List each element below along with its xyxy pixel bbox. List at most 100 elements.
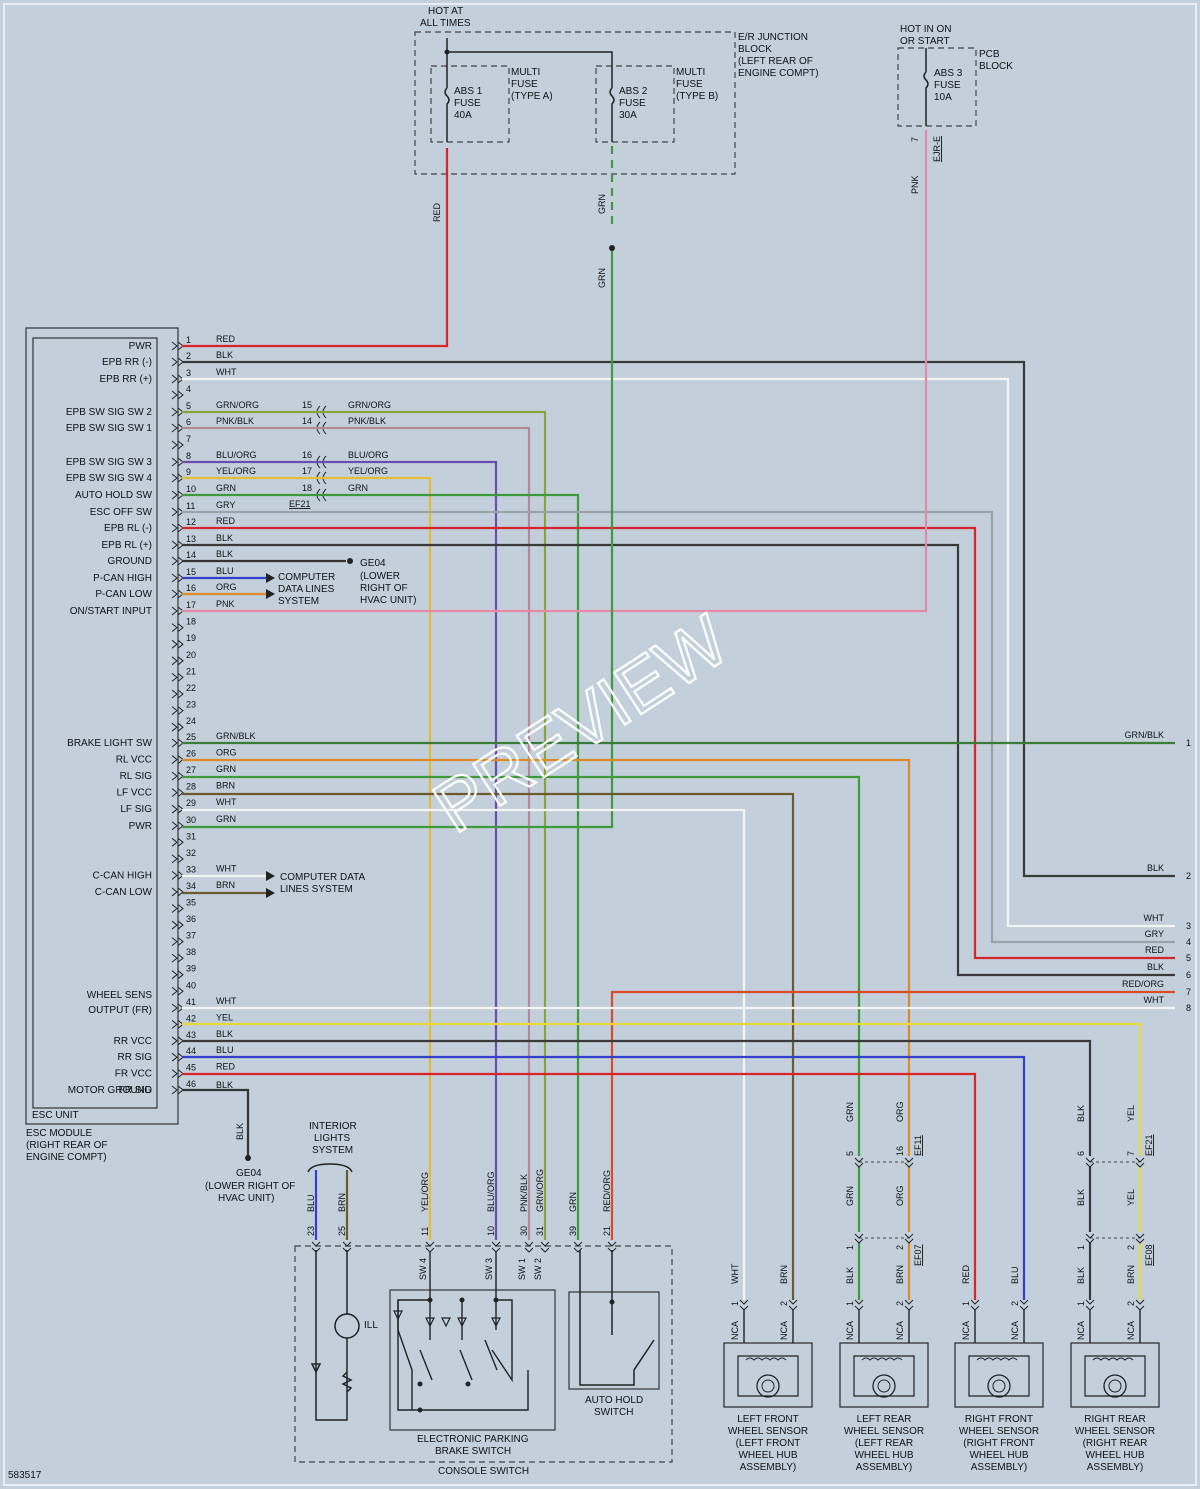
inline-wire-label: PNK/BLK <box>348 416 386 426</box>
pin-signal: MOTOR GROUND <box>68 1085 152 1096</box>
nca-label: NCA <box>1126 1321 1136 1340</box>
epb-node <box>417 1407 423 1413</box>
epb-box <box>389 1289 556 1431</box>
pin-signal: RL VCC <box>116 755 152 766</box>
pin-number: 33 <box>186 864 196 874</box>
sensor-name: (RIGHT REAR <box>1083 1438 1148 1449</box>
pin-signal: RR VCC <box>114 1036 152 1047</box>
sensor-pin-icon <box>788 1299 798 1311</box>
esc-module-label-1: ESC MODULE <box>26 1128 92 1139</box>
pin-terminal-icon <box>171 706 184 715</box>
abs3-label-2: FUSE <box>934 80 961 91</box>
pin-number: 40 <box>186 980 196 990</box>
cdl1-3: SYSTEM <box>278 596 319 607</box>
nca-label: NCA <box>895 1321 905 1340</box>
sensor-name: WHEEL SENSOR <box>1075 1426 1155 1437</box>
console-pin-icon <box>573 1241 583 1253</box>
er-block-label-2: BLOCK <box>738 44 772 55</box>
pin-signal: FR VCC <box>115 1069 152 1080</box>
pin-number: 8 <box>186 451 191 461</box>
auto-hold-box <box>568 1291 660 1390</box>
epb-contact <box>397 1300 529 1411</box>
epb-contact <box>429 1300 497 1340</box>
right-output-wire: WHT <box>1144 913 1165 923</box>
conn-pin: 2 <box>895 1245 905 1250</box>
esc-module: ESC UNIT ESC MODULE (RIGHT REAR OF ENGIN… <box>25 327 391 1163</box>
conn-top-wire: GRN <box>845 1102 855 1122</box>
conn-pin: 7 <box>1126 1151 1136 1156</box>
can-arrow-icon <box>266 573 275 583</box>
auto-hold-node <box>609 1299 615 1305</box>
pin-wire-label: PNK <box>216 599 235 609</box>
epb-node <box>417 1381 423 1387</box>
sensor-wire-1: RED <box>961 1264 971 1284</box>
pin-signal: PWR <box>129 341 152 352</box>
right-output-number: 1 <box>1186 738 1191 748</box>
abs3-label-1: ABS 3 <box>934 68 963 79</box>
pcb-connector: EJR-E <box>932 136 942 162</box>
pin-wire-label: BLK <box>216 549 233 559</box>
pin-terminal-icon <box>171 904 184 913</box>
right-output-number: 3 <box>1186 921 1191 931</box>
sw-label: SW 4 <box>418 1258 428 1280</box>
abs2-label-2: FUSE <box>619 98 646 109</box>
conn-id: EF07 <box>913 1244 923 1266</box>
wire-rr-vcc <box>182 1039 1092 1156</box>
cdl1-2: DATA LINES <box>278 584 335 595</box>
sensor-wire-1: WHT <box>730 1263 740 1284</box>
pin-number: 15 <box>186 567 196 577</box>
pin-number: 7 <box>186 434 191 444</box>
pin-wire-label: WHT <box>216 996 237 1006</box>
console-pin-wire: PNK/BLK <box>519 1174 529 1212</box>
sensor-wire-1: BLK <box>1076 1267 1086 1284</box>
conn-id: EF21 <box>1144 1134 1154 1156</box>
pin-wire-label: BLK <box>216 350 233 360</box>
pin-number: 19 <box>186 633 196 643</box>
conn-icon <box>904 1233 914 1244</box>
conn-icon <box>854 1157 864 1168</box>
pin-number: 43 <box>186 1030 196 1040</box>
ground1-icon <box>347 558 353 564</box>
pin-wire-label: RED <box>216 1062 236 1072</box>
hot-on-2: OR START <box>900 36 950 47</box>
pin-terminal-icon <box>171 673 184 682</box>
right-output-wire: RED <box>1145 945 1165 955</box>
sensor-name: ASSEMBLY) <box>856 1462 913 1473</box>
pin-number: 24 <box>186 716 196 726</box>
pin-terminal-icon <box>171 970 184 980</box>
sensor-wire-2: BRN <box>895 1265 905 1284</box>
conn-pin: 1 <box>845 1245 855 1250</box>
pin-signal: RL SIG <box>120 771 153 782</box>
conn-icon <box>1135 1233 1145 1244</box>
tone-ring-inner-icon <box>877 1379 891 1393</box>
pin-terminal-icon <box>171 821 184 831</box>
console-pin-number: 30 <box>519 1226 529 1236</box>
sensor-pin-1: 1 <box>730 1301 740 1306</box>
sensor-name: WHEEL SENSOR <box>844 1426 924 1437</box>
console-pin-number: 23 <box>306 1226 316 1236</box>
frame <box>3 3 1197 1486</box>
hot-label-2: ALL TIMES <box>420 18 471 29</box>
pin-signal: OUTPUT (FR) <box>88 1005 152 1016</box>
console-box <box>294 1245 673 1463</box>
epb-diode-icon <box>425 1317 435 1328</box>
pin-number: 22 <box>186 683 196 693</box>
pin-number: 21 <box>186 666 196 676</box>
cdl1-1: COMPUTER <box>278 572 335 583</box>
pin-terminal-icon <box>171 623 184 632</box>
pin-signal: C-CAN LOW <box>95 887 153 898</box>
sensor-pin-icon <box>1135 1299 1145 1311</box>
multi-fuse-b-box <box>595 65 675 143</box>
wire-lf-vcc <box>182 792 795 1300</box>
tone-ring-icon <box>872 1374 896 1398</box>
epb-node <box>427 1297 433 1303</box>
pin-number: 18 <box>186 617 196 627</box>
epb-diode-icon <box>393 1310 403 1321</box>
pin-terminal-icon <box>171 953 184 963</box>
wire-label-pnk: PNK <box>910 175 920 194</box>
inline-pin: 17 <box>302 466 312 476</box>
pin-number: 35 <box>186 898 196 908</box>
right-output-number: 5 <box>1186 953 1191 963</box>
right-output-number: 8 <box>1186 1003 1191 1013</box>
